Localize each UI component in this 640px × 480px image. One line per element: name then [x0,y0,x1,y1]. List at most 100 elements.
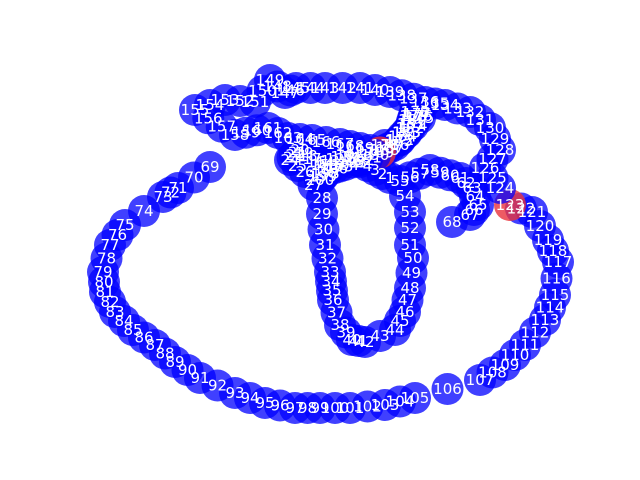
node-label-108: 108 [478,364,507,382]
node-label-83: 83 [105,303,124,321]
node-label-163: 163 [274,129,303,147]
node-label-147: 147 [271,84,300,102]
node-label-76: 76 [108,226,127,244]
node-label-114: 114 [536,299,565,317]
node-label-164: 164 [286,130,315,148]
node-label-73: 73 [153,188,172,206]
node-label-9: 9 [343,147,353,165]
node-label-186: 186 [381,136,410,154]
node-label-100: 100 [321,399,350,417]
node-label-27: 27 [304,176,323,194]
node-label-132: 132 [456,103,485,121]
node-label-198: 198 [311,164,340,182]
node-label-120: 120 [526,217,555,235]
node-label-48: 48 [400,279,419,297]
node-label-131: 131 [466,111,495,129]
node-label-88: 88 [155,345,174,363]
node-label-33: 33 [320,263,339,281]
node-label-26: 26 [295,163,314,181]
node-label-127: 127 [478,150,507,168]
node-label-115: 115 [541,286,570,304]
node-label-137: 137 [399,90,428,108]
node-label-182: 182 [396,119,425,137]
node-label-11: 11 [330,148,349,166]
node-label-191: 191 [353,149,382,167]
node-label-171: 171 [371,136,400,154]
node-label-197: 197 [314,161,343,179]
node-label-65: 65 [468,196,487,214]
node-label-107: 107 [466,371,495,389]
node-label-110: 110 [501,346,530,364]
node-label-41: 41 [349,332,368,350]
node-label-151: 151 [241,93,270,111]
node-label-29: 29 [312,205,331,223]
node-106 [431,373,464,405]
node-label-162: 162 [264,124,293,142]
node-label-109: 109 [491,356,520,374]
node-label-56: 56 [400,168,419,186]
node-label-160: 160 [243,121,272,139]
node-label-36: 36 [323,291,342,309]
node-label-12: 12 [325,150,344,168]
node-label-94: 94 [240,389,259,407]
node-label-28: 28 [312,189,331,207]
node-label-80: 80 [94,273,113,291]
node-label-4: 4 [363,157,373,175]
node-label-140: 140 [361,81,390,99]
node-label-139: 139 [376,83,405,101]
node-label-38: 38 [330,316,349,334]
node-label-135: 135 [421,95,450,113]
node-label-176: 176 [404,107,433,125]
node-label-168: 168 [336,137,365,155]
node-label-91: 91 [190,369,209,387]
node-label-43: 43 [370,327,389,345]
node-label-188: 188 [371,141,400,159]
node-label-97: 97 [285,399,304,417]
node-label-72: 72 [161,184,180,202]
node-label-183: 183 [392,123,421,141]
node-label-157: 157 [207,118,236,136]
node-label-89: 89 [165,353,184,371]
node-label-141: 141 [346,79,375,97]
node-label-10: 10 [335,146,354,164]
node-label-143: 143 [311,79,340,97]
node-label-5: 5 [355,153,365,171]
node-label-79: 79 [93,263,112,281]
node-label-194: 194 [331,156,360,174]
node-label-24: 24 [280,151,299,169]
node-label-75: 75 [115,216,134,234]
node-label-68: 68 [442,213,461,231]
node-68 [436,206,468,238]
node-label-37: 37 [327,304,346,322]
node-label-84: 84 [114,312,133,330]
node-label-196: 196 [319,159,348,177]
node-label-102: 102 [353,398,382,416]
node-label-195: 195 [325,158,354,176]
label-layer: 1234567891011121314151617181920212223242… [93,71,572,417]
node-label-199: 199 [308,168,337,186]
node-label-170: 170 [356,141,385,159]
node-label-45: 45 [390,312,409,330]
node-label-190: 190 [361,146,390,164]
node-label-98: 98 [298,399,317,417]
node-label-145: 145 [282,79,311,97]
node-label-1: 1 [385,169,395,187]
node-label-193: 193 [338,154,367,172]
node-label-6: 6 [352,152,362,170]
node-label-3: 3 [370,161,380,179]
node-label-148: 148 [263,78,292,96]
node-label-19: 19 [294,144,313,162]
node-label-173: 173 [392,124,421,142]
node-label-44: 44 [385,321,404,339]
node-label-14: 14 [315,154,334,172]
node-label-31: 31 [315,236,334,254]
node-label-155: 155 [181,101,210,119]
node-label-189: 189 [366,144,395,162]
node-label-177: 177 [402,105,431,123]
node-label-118: 118 [539,242,568,260]
node-label-123: 123 [496,196,525,214]
node-label-71: 71 [168,179,187,197]
node-label-69: 69 [200,158,219,176]
node-label-133: 133 [443,100,472,118]
